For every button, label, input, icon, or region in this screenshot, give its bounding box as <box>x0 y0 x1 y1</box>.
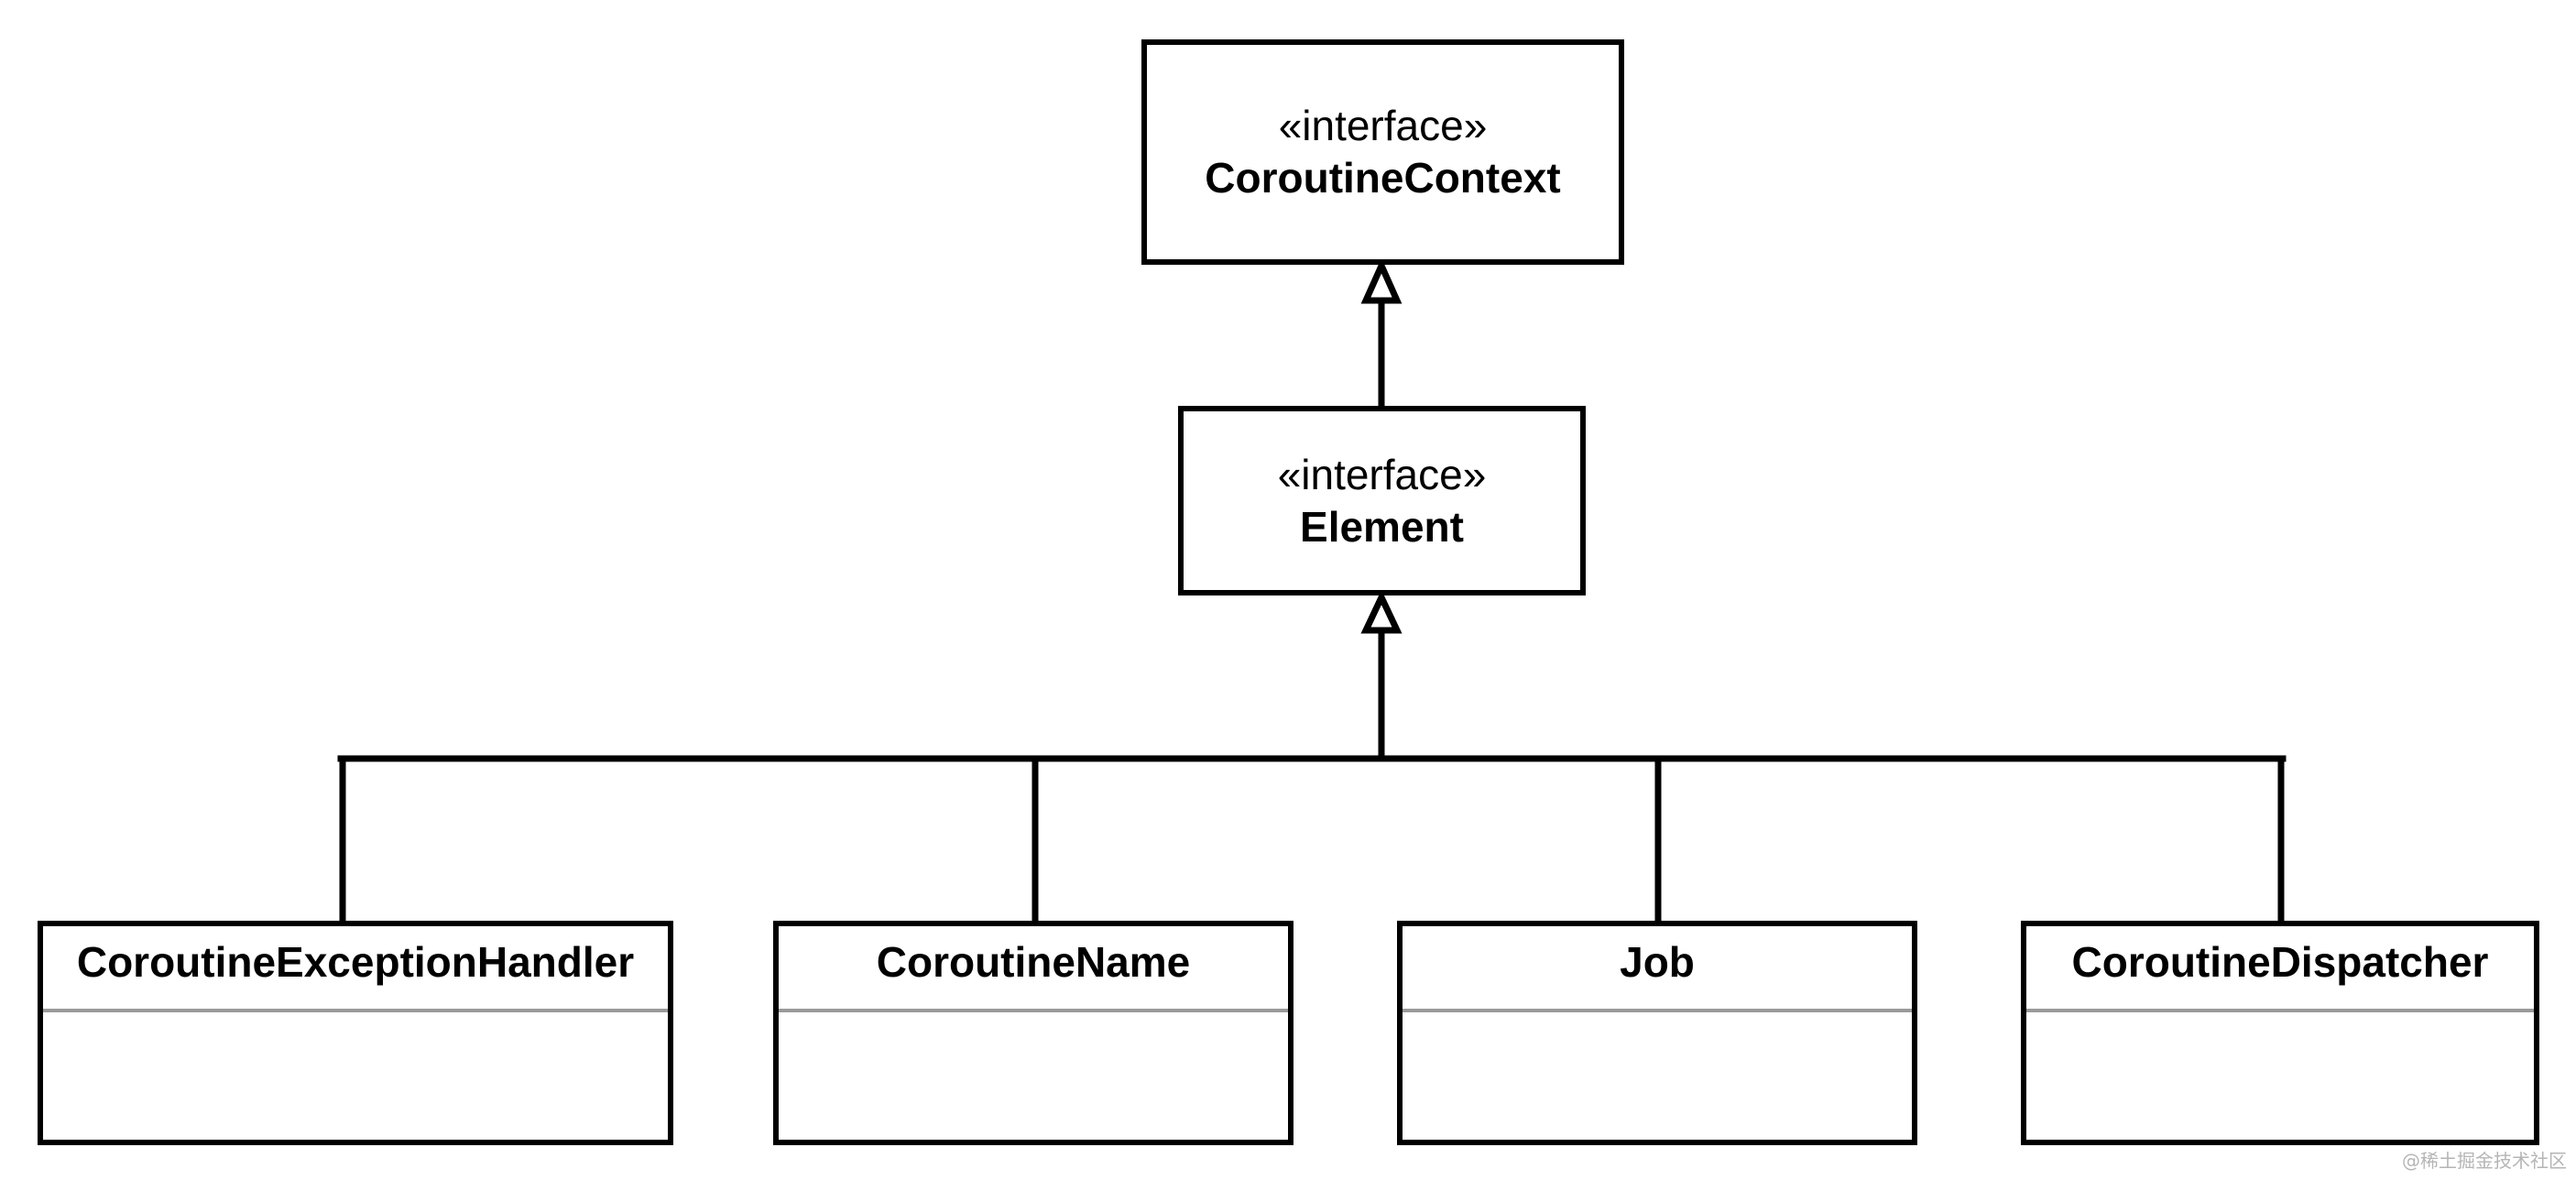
interface-element: «interface» Element <box>1178 406 1586 595</box>
class-job: Job <box>1397 921 1917 1145</box>
class-name: Job <box>1620 938 1695 986</box>
interface-name: CoroutineContext <box>1205 154 1561 202</box>
class-coroutine-dispatcher: CoroutineDispatcher <box>2021 921 2539 1145</box>
interface-coroutine-context: «interface» CoroutineContext <box>1141 39 1624 265</box>
class-coroutine-name: CoroutineName <box>773 921 1293 1145</box>
compartment-divider <box>779 1009 1288 1012</box>
compartment-divider <box>43 1009 668 1012</box>
watermark: @稀土掘金技术社区 <box>2402 1150 2567 1172</box>
class-coroutine-exception-handler: CoroutineExceptionHandler <box>38 921 673 1145</box>
class-name: CoroutineDispatcher <box>2071 938 2489 986</box>
class-name: CoroutineExceptionHandler <box>76 938 635 986</box>
stereotype-label: «interface» <box>1277 450 1487 498</box>
stereotype-label: «interface» <box>1278 102 1488 149</box>
compartment-divider <box>2026 1009 2534 1012</box>
interface-name: Element <box>1300 502 1464 551</box>
generalization-arrowhead-element <box>1360 589 1403 634</box>
generalization-arrowhead-coroutine-context <box>1360 257 1403 304</box>
compartment-divider <box>1403 1009 1912 1012</box>
class-name: CoroutineName <box>876 938 1191 986</box>
